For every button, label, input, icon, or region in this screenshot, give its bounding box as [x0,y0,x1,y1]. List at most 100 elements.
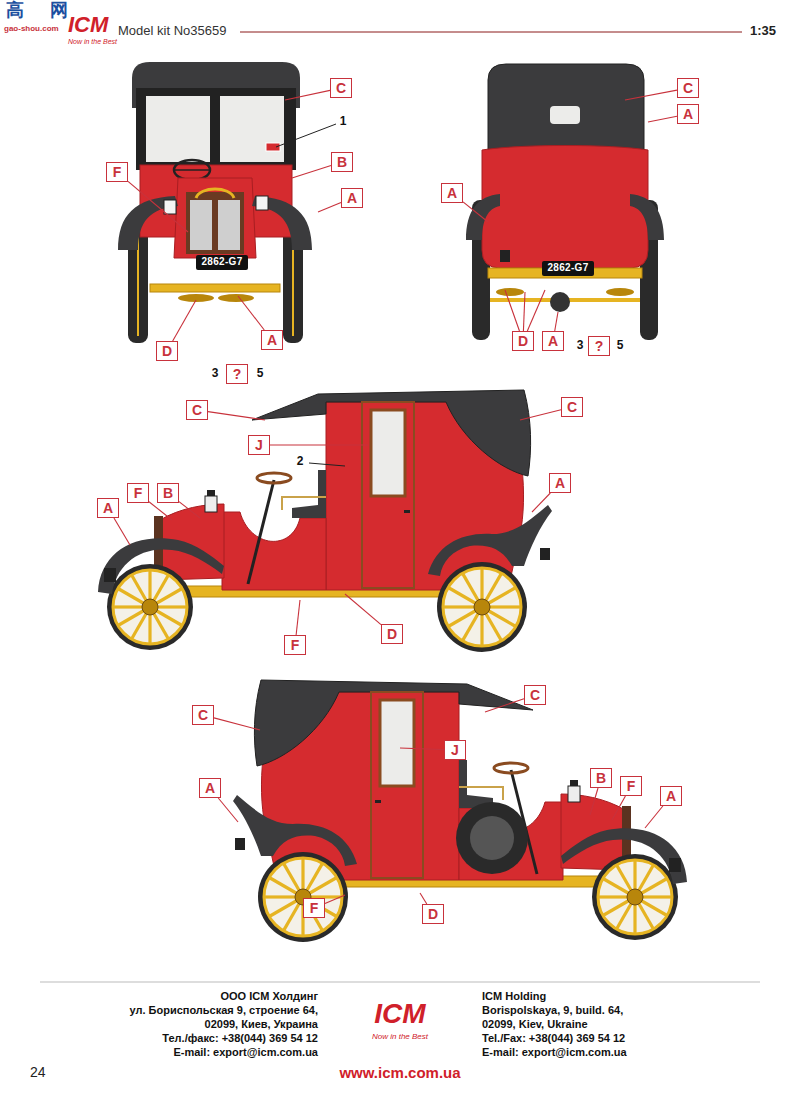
callout-letter: 2862-G7 [201,257,242,267]
callout-box: D [422,904,444,924]
callout-letter: B [596,771,606,785]
callout-box: ? [588,336,610,356]
radiator-trim [196,189,234,198]
callout-number: 1 [340,115,347,129]
address-line: Тел./факс: +38(044) 369 54 12 [162,1032,318,1045]
rim [598,860,672,934]
leader-line [325,895,345,903]
callout-letter: F [627,779,636,793]
spoke [642,895,671,898]
spoke [639,866,654,891]
steering-wheel [174,160,210,180]
watermark: gao-shou.com [4,24,59,33]
callout-letter: F [134,486,143,500]
leader-line [173,300,196,341]
callout-box: F [620,776,642,796]
address-line: Tel./Fax: +38(044) 369 54 12 [482,1032,625,1045]
callout-number: 5 [257,367,264,381]
callout-box: F [127,483,149,503]
callout-letter: ? [595,339,604,353]
leader-line [114,518,130,545]
callout-letter: ? [233,367,242,381]
rear-view [466,64,664,340]
spoke [119,611,144,626]
callout-letter: A [103,501,113,515]
steering-wheel [494,763,528,773]
spoke [154,613,169,638]
leader-line [214,718,260,730]
watermark: 网 [50,0,68,21]
callout-box: C [192,705,214,725]
spare-tire [456,802,528,874]
spring [496,288,524,296]
rail [459,787,503,800]
cowl [222,512,326,590]
header-rule [240,32,742,33]
fender [630,194,664,240]
address-line: ООО ICM Холдинг [220,990,318,1003]
callout-box: B [590,768,612,788]
steering-column [248,480,274,584]
leader-line [270,444,368,445]
footer-rule [40,982,760,983]
spoke [148,571,151,600]
fender [252,196,312,250]
leader-line [523,292,525,331]
grille [218,200,240,250]
leader-line [318,203,341,212]
front-fender [98,538,224,594]
leader-line [292,166,331,178]
callout-letter: A [555,476,565,490]
spoke [489,605,520,608]
leader-line [527,290,545,331]
leader-line [296,600,300,635]
spoke [270,878,297,894]
fender [466,194,500,240]
window [146,96,210,162]
callout-box: F [303,898,325,918]
lamp-cap [570,780,578,786]
kit-number: Model kit No35659 [118,24,226,39]
callout-box: A [441,183,463,203]
tire [437,562,527,652]
headlamp [104,568,116,582]
leader-line [612,796,625,820]
headlamp [669,858,681,872]
callout-letter: D [162,344,172,358]
callout-letter: F [291,638,300,652]
spoke [157,605,186,608]
spoke [604,879,629,894]
spoke [265,895,296,898]
callout-box: C [524,685,546,705]
hood [174,178,256,258]
axle [150,284,280,292]
callout-letter: C [336,81,346,95]
address-line: ICM Holding [482,990,546,1003]
watermark: 高 [6,0,24,21]
rear-fender [428,505,552,576]
right-side-view [233,680,687,942]
differential [550,292,570,312]
spoke [633,861,636,890]
spoke [449,611,476,627]
rear-fender [233,795,357,866]
leader-line [149,502,172,520]
callout-letter: F [113,165,122,179]
leader-line [128,181,188,232]
callout-number: 5 [617,339,624,353]
spoke [486,613,502,640]
tire [107,564,193,650]
spoke [488,588,515,604]
spoke [633,904,636,933]
spoke [444,605,475,608]
callout-letter: D [387,627,397,641]
steering-wheel [257,473,291,483]
rim [443,568,521,646]
leader-line [520,410,561,420]
callout-letter: A [683,107,693,121]
leader-line [179,502,200,518]
brand-logo: ICM [68,12,108,37]
address-line: ул. Бориспольская 9, строение 64, [129,1004,318,1017]
leader-line [555,312,558,331]
callout-box: D [512,331,534,351]
